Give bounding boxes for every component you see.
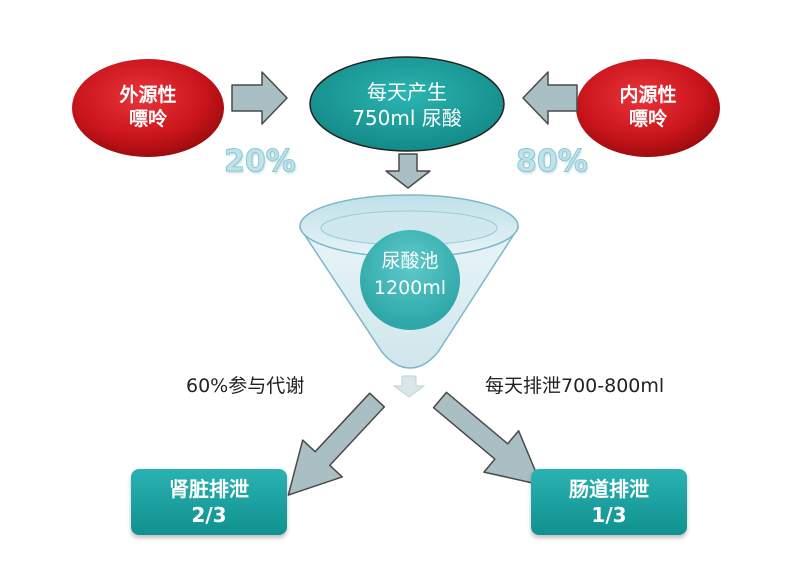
daily-production-label: 每天产生 750ml 尿酸 (352, 80, 462, 130)
small-down-arrow-icon (392, 375, 426, 398)
endogenous-purine-ellipse (576, 59, 720, 157)
uric-acid-pool-label: 尿酸池 1200ml (373, 250, 447, 299)
exogenous-purine-label: 外源性 嘌呤 (119, 84, 177, 130)
endogenous-share: 80% (516, 144, 589, 180)
metabolism-note: 60%参与代谢 (186, 375, 305, 397)
excretion-note: 每天排泄700-800ml (485, 375, 665, 397)
endogenous-purine-label: 内源性 嘌呤 (619, 84, 677, 130)
arrow-right-icon (231, 71, 288, 125)
intestine-excretion-box: 肠道排泄 1/3 (531, 469, 687, 535)
arrow-down-right-icon (432, 391, 542, 486)
daily-production-ellipse (309, 56, 505, 152)
kidney-excretion-box: 肾脏排泄 2/3 (131, 469, 287, 535)
exogenous-share: 20% (224, 144, 297, 180)
arrow-down-icon (385, 153, 431, 189)
arrow-left-icon (522, 71, 578, 125)
arrow-down-left-icon (287, 392, 386, 496)
exogenous-purine-ellipse (72, 59, 224, 157)
uric-acid-pool-circle (360, 230, 460, 330)
